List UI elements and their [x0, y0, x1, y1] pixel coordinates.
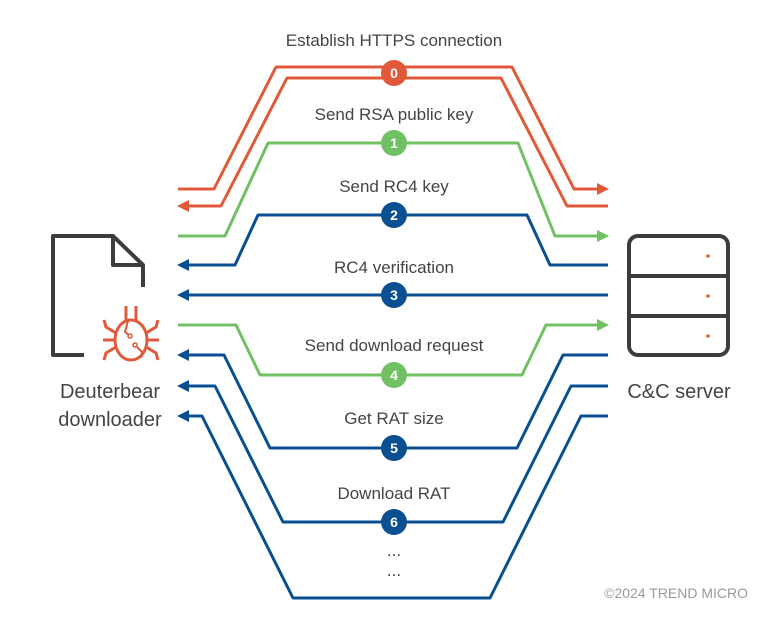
svg-text:2: 2	[390, 207, 398, 223]
step-6-label: Download RAT	[337, 484, 450, 503]
svg-text:6: 6	[390, 514, 398, 530]
step-3-badge: 3	[381, 282, 407, 308]
svg-text:0: 0	[390, 65, 398, 81]
copyright: ©2024 TREND MICRO	[604, 585, 748, 601]
bug-icon	[102, 306, 160, 362]
step-5-label: Get RAT size	[344, 409, 444, 428]
step-4-badge: 4	[381, 362, 407, 388]
ellipsis-1: ...	[387, 541, 401, 560]
step-3-label: RC4 verification	[334, 258, 454, 277]
step-2-badge: 2	[381, 202, 407, 228]
continuation-line	[177, 410, 608, 600]
svg-text:3: 3	[390, 287, 398, 303]
step-5-badge: 5	[381, 435, 407, 461]
downloader-label-line2: downloader	[58, 409, 162, 431]
step-4-label: Send download request	[305, 336, 484, 355]
step-0-label: Establish HTTPS connection	[286, 31, 502, 50]
server-label: C&C server	[627, 381, 731, 403]
step-0-badge: 0	[381, 60, 407, 86]
document-icon	[51, 234, 145, 357]
ellipsis-2: ...	[387, 561, 401, 580]
svg-text:5: 5	[390, 440, 398, 456]
svg-text:1: 1	[390, 135, 398, 151]
svg-text:4: 4	[390, 367, 398, 383]
step-6-badge: 6	[381, 509, 407, 535]
step-1-label: Send RSA public key	[315, 105, 474, 124]
step-1-badge: 1	[381, 130, 407, 156]
step-2-label: Send RC4 key	[339, 177, 449, 196]
downloader-label-line1: Deuterbear	[60, 381, 160, 403]
server-icon	[627, 234, 730, 357]
